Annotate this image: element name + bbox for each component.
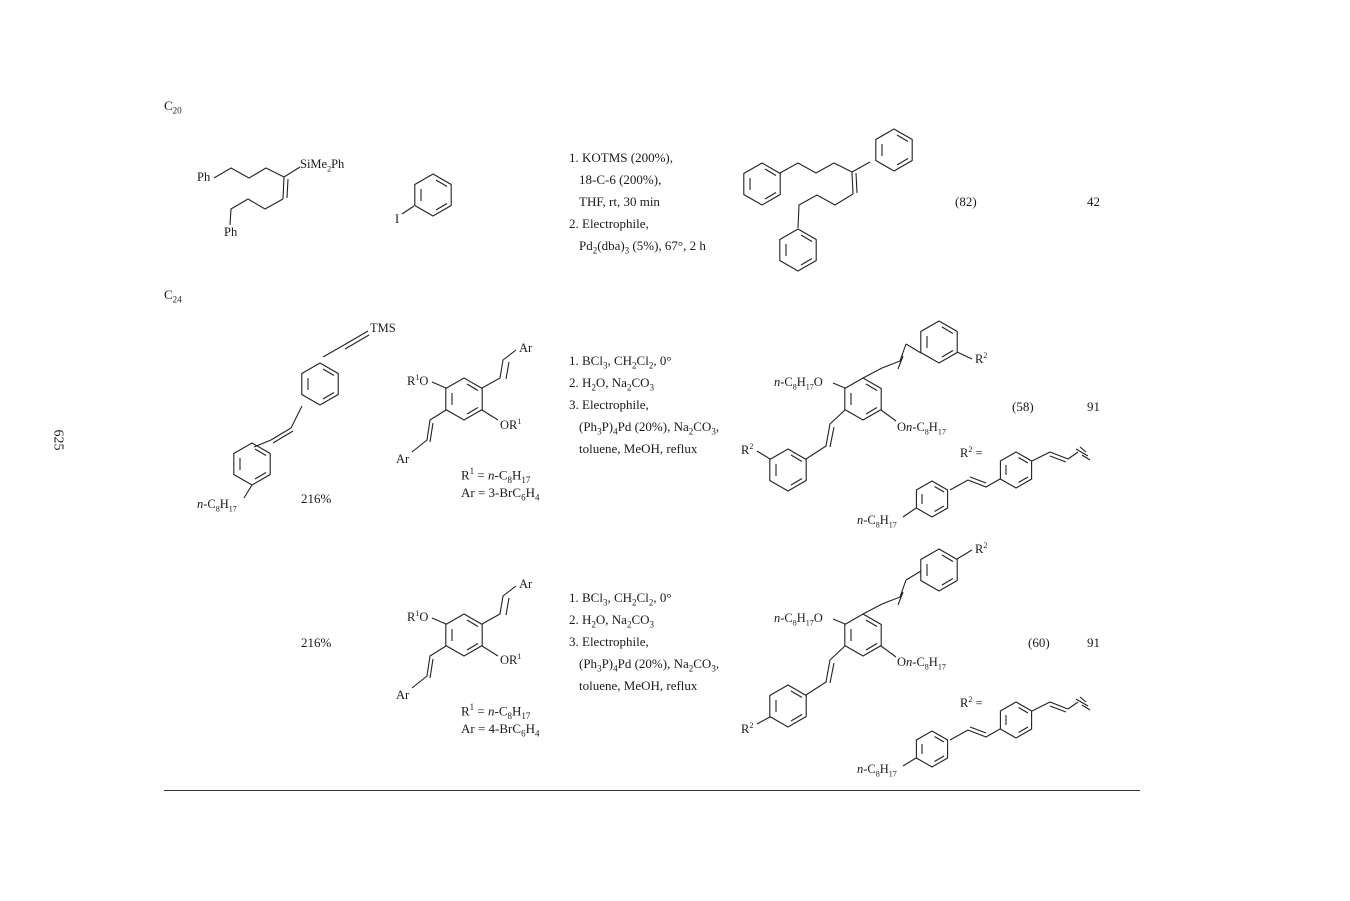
label-r2-left-2: R2 (741, 442, 754, 458)
label-ar-top-2: Ar (519, 341, 533, 355)
label-or1-3: OR1 (500, 652, 522, 668)
label-noctyl-r2-3: n-C8H17 (857, 762, 897, 779)
label-r2-left-3: R2 (741, 721, 754, 737)
ref-row-3: 91 (1087, 635, 1100, 650)
label-tms: TMS (370, 321, 396, 335)
ref-row-1: 42 (1087, 194, 1100, 209)
label-onoctyl-3: On-C8H17 (897, 655, 946, 672)
label-onoctyl-2: On-C8H17 (897, 420, 946, 437)
electrophile-def-r1-row-3: R1 = n-C8H17 (461, 702, 531, 721)
yield-row-2: (58) (1012, 399, 1034, 414)
yield-row-3: (60) (1028, 635, 1050, 650)
conditions-row-1: 1. KOTMS (200%), 18-C-6 (200%), THF, rt,… (569, 150, 706, 256)
ref-row-2: 91 (1087, 399, 1100, 414)
electrophile-def-ar-row-3: Ar = 4-BrC6H4 (461, 721, 540, 739)
label-noctylo-2: n-C8H17O (774, 375, 823, 392)
label-noctylo-3: n-C8H17O (774, 611, 823, 628)
label-r1o-3: R1O (407, 609, 429, 625)
label-ar-top-3: Ar (519, 577, 533, 591)
conditions-row-3: 1. BCl3, CH2Cl2, 0° 2. H2O, Na2CO3 3. El… (569, 590, 720, 693)
label-sime2ph: SiMe2Ph (300, 157, 345, 174)
label-or1-2: OR1 (500, 417, 522, 433)
electrophile-def-r1-row-2: R1 = n-C8H17 (461, 466, 531, 485)
label-r2-def-3: R2 = (960, 695, 983, 711)
label-noctyl-r2-2: n-C8H17 (857, 513, 897, 530)
label-r2-top-3: R2 (975, 541, 988, 557)
yield-row-1: (82) (955, 194, 977, 209)
label-ar-bottom-3: Ar (396, 688, 410, 702)
label-ph-1: Ph (197, 170, 211, 184)
amount-row-2: 216% (301, 491, 332, 506)
label-ar-bottom-2: Ar (396, 452, 410, 466)
label-r2-def-2: R2 = (960, 445, 983, 461)
table-bottom-rule (164, 790, 1140, 791)
amount-row-3: 216% (301, 635, 332, 650)
label-iodo: I (395, 212, 400, 226)
label-noctyl-substrate: n-C8H17 (197, 497, 237, 514)
label-ph-2: Ph (224, 225, 238, 239)
conditions-row-2: 1. BCl3, CH2Cl2, 0° 2. H2O, Na2CO3 3. El… (569, 353, 720, 456)
section-label-c24: C24 (164, 287, 182, 305)
section-label-c20: C20 (164, 98, 182, 116)
label-r1o-2: R1O (407, 373, 429, 389)
electrophile-def-ar-row-2: Ar = 3-BrC6H4 (461, 485, 540, 503)
label-r2-top-2: R2 (975, 351, 988, 367)
